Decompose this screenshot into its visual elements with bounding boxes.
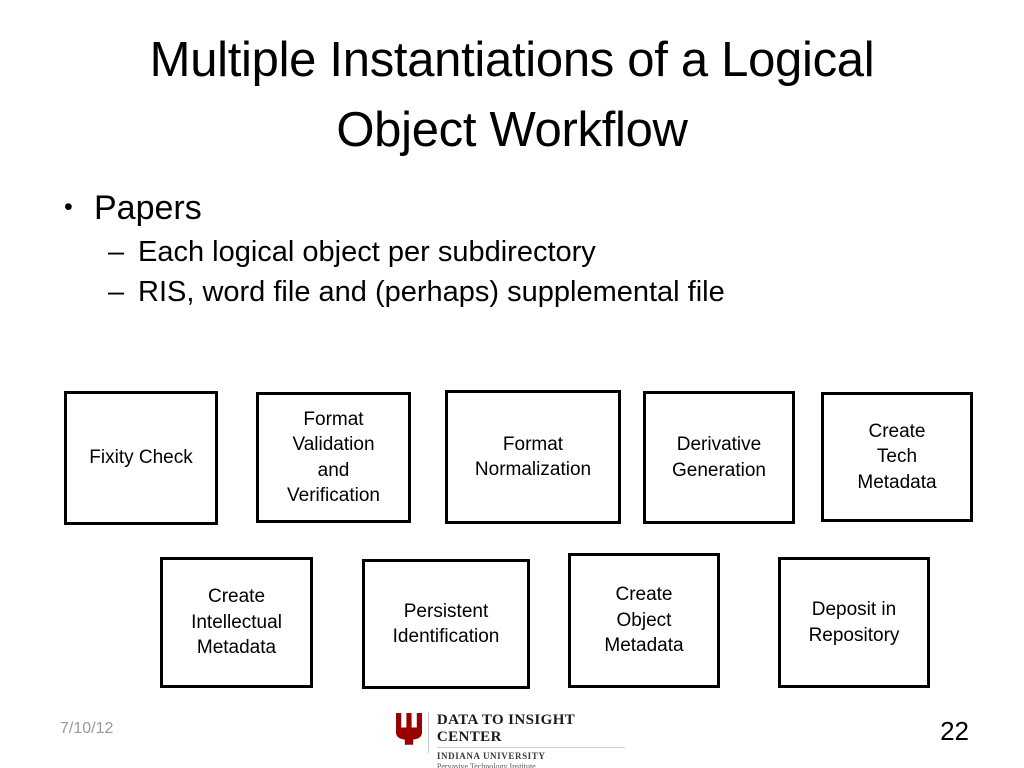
page-title-line-2: Object Workflow <box>336 102 688 157</box>
bullet-item-papers: • Papers <box>58 188 958 229</box>
workflow-box-label: Format Validation and Verification <box>287 408 380 506</box>
workflow-box-create-intellectual-metadata: Create Intellectual Metadata <box>160 557 313 688</box>
bullet-text: RIS, word file and (perhaps) supplementa… <box>138 275 725 308</box>
workflow-box-derivative-generation: Derivative Generation <box>643 391 795 524</box>
workflow-box-persistent-identification: Persistent Identification <box>362 559 530 689</box>
workflow-box-label: Persistent Identification <box>392 600 500 647</box>
data-to-insight-center-logo: DATA TO INSIGHT CENTER INDIANA UNIVERSIT… <box>395 711 625 768</box>
logo-university-name: INDIANA UNIVERSITY <box>436 751 546 761</box>
bullet-text: Papers <box>94 189 202 227</box>
bullet-marker-icon: • <box>64 193 73 221</box>
workflow-box-label: Deposit in Repository <box>808 599 900 646</box>
workflow-box-label: Format Normalization <box>474 433 592 480</box>
workflow-box-create-tech-metadata: Create Tech Metadata <box>821 392 973 522</box>
iu-trident-icon <box>396 713 422 745</box>
workflow-box-format-validation-and-verification: Format Validation and Verification <box>256 392 411 523</box>
logo-divider <box>428 712 429 753</box>
page-title: Multiple Instantiations of a Logical Obj… <box>62 26 962 165</box>
bullet-list: • Papers – Each logical object per subdi… <box>58 188 958 314</box>
workflow-box-label: Derivative Generation <box>671 434 766 481</box>
workflow-box-create-object-metadata: Create Object Metadata <box>568 553 720 688</box>
workflow-box-format-normalization: Format Normalization <box>445 390 621 524</box>
workflow-box-label: Create Intellectual Metadata <box>191 586 282 659</box>
bullet-item-ris-word-supplemental: – RIS, word file and (perhaps) supplemen… <box>108 275 958 310</box>
dash-marker-icon: – <box>108 275 125 308</box>
logo-unit-name: Pervasive Technology Institute <box>436 762 536 768</box>
dash-marker-icon: – <box>108 236 125 269</box>
bullet-item-subdirectory: – Each logical object per subdirectory <box>108 235 958 270</box>
slide-number: 22 <box>940 716 969 746</box>
logo-center-name: DATA TO INSIGHT CENTER <box>436 712 625 748</box>
workflow-box-deposit-in-repository: Deposit in Repository <box>778 557 930 688</box>
workflow-box-label: Create Object Metadata <box>604 584 684 657</box>
page-title-line-1: Multiple Instantiations of a Logical <box>149 33 875 87</box>
workflow-box-label: Fixity Check <box>89 447 193 469</box>
logo-text-block: DATA TO INSIGHT CENTER INDIANA UNIVERSIT… <box>436 711 625 768</box>
workflow-box-label: Create Tech Metadata <box>857 420 937 493</box>
bullet-text: Each logical object per subdirectory <box>138 236 596 269</box>
footer-date: 7/10/12 <box>60 720 114 737</box>
workflow-box-fixity-check: Fixity Check <box>64 391 218 525</box>
